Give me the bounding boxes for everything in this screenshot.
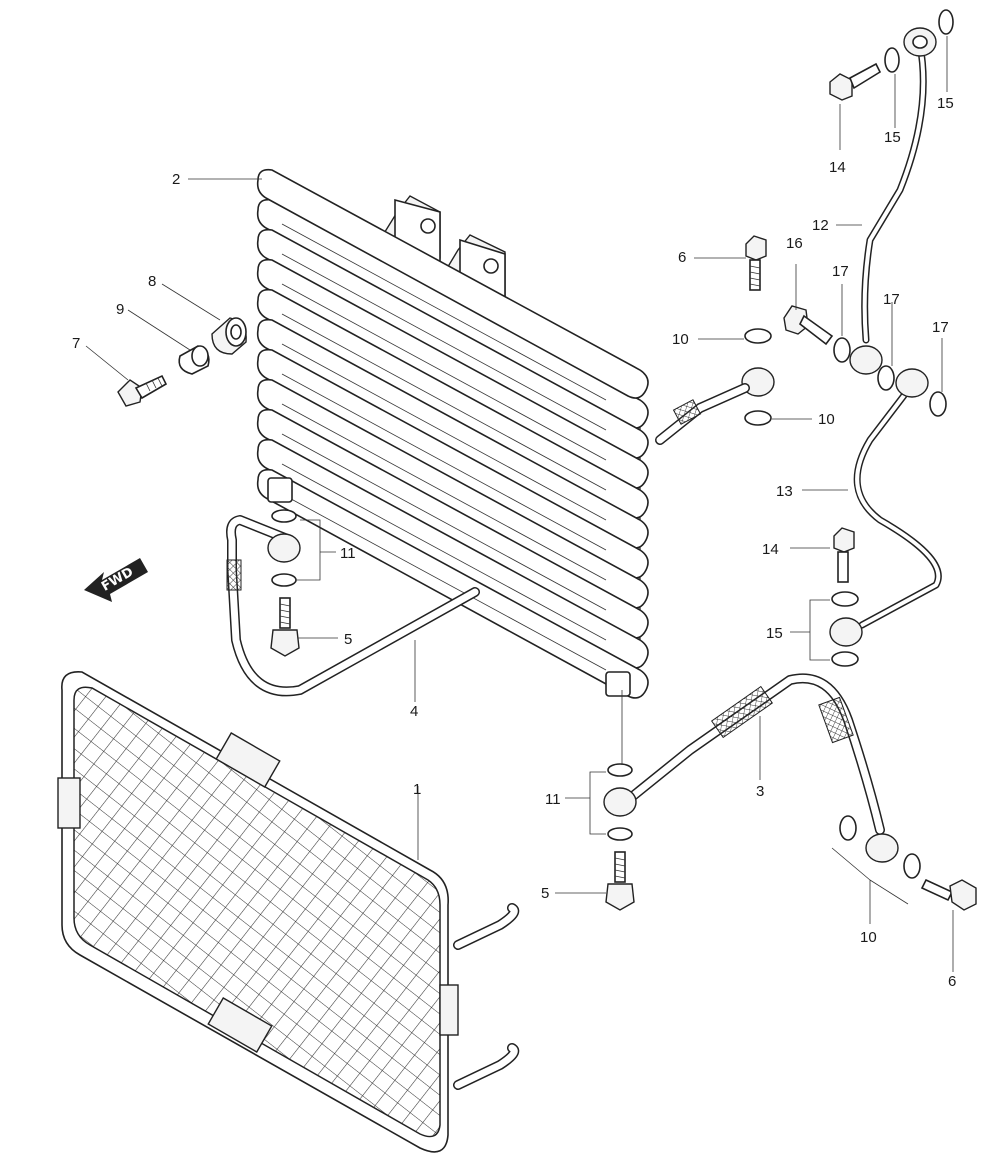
washer-15-d [831,651,859,667]
grommet-8 [211,317,247,355]
cooler-tube-edge [281,493,607,671]
leader-lines [85,36,954,972]
cooler-tube-edge [281,343,607,521]
callout-17-c: 17 [932,319,949,336]
fwd-label: FWD [99,565,136,595]
cooler-tube [256,438,649,669]
oil-hose-3 [623,673,885,835]
forward-direction-arrow: FWD [84,558,148,602]
callout-17-b: 17 [883,291,900,308]
banjo-bolt-6-lower [920,878,977,911]
callout-14-lower: 14 [762,541,779,558]
callout-1: 1 [413,781,421,798]
callout-3: 3 [756,783,764,800]
callout-5-lower: 5 [541,885,549,902]
washer-17-c [929,391,947,417]
cooler-tube [256,378,649,609]
callout-10-upper: 10 [672,331,689,348]
washer-17-b [877,365,895,391]
callout-6-lower: 6 [948,973,956,990]
callout-11-lower: 11 [545,791,561,808]
washer-15-c [831,591,859,607]
callout-17-a: 17 [832,263,849,280]
callout-9: 9 [116,301,124,318]
banjo-fitting-lower-left [603,763,637,841]
bolt-7 [117,374,168,407]
callout-12: 12 [812,217,829,234]
callout-6-upper: 6 [678,249,686,266]
cooler-tube [256,318,649,549]
banjo-bolt-5-lower [605,851,635,911]
oil-hose-4 [226,515,480,697]
cooler-tube [256,288,649,519]
cooler-tube-edge [281,253,607,431]
cooler-tubes [256,198,649,699]
callout-11-left: 11 [340,545,356,562]
callout-15-b: 15 [937,95,954,112]
callout-10-mid: 10 [818,411,835,428]
cooler-tube [256,258,649,489]
oil-pipe-12 [849,27,937,375]
cooler-tube [256,198,649,429]
callout-16: 16 [786,235,803,252]
washer-17-a [833,337,851,363]
oil-pipe-13 [829,368,942,647]
banjo-bolt-6-upper [745,235,767,291]
bolt-16 [783,305,834,346]
cooler-tube-edge [281,373,607,551]
bolt-14-upper [829,62,882,101]
cooler-tube [256,468,649,699]
collar-9 [178,345,210,375]
washer-15-a [884,47,900,73]
cooler-tube-edge [281,223,607,401]
callout-labels: 2 8 9 7 11 5 4 1 6 10 10 16 12 14 15 15 … [72,95,956,990]
cooler-tube-edge [281,403,607,581]
callout-15-c: 15 [766,625,783,642]
banjo-fitting-upper [655,367,775,445]
banjo-fitting-left [267,509,301,587]
washer-10-upper [744,328,772,344]
cooler-tube-edge [281,283,607,461]
callout-10-lower: 10 [860,929,877,946]
oil-cooler [256,168,649,699]
callout-2: 2 [172,171,180,188]
callout-14-upper: 14 [829,159,846,176]
callout-7: 7 [72,335,80,352]
washer-15-b [938,9,954,35]
banjo-fitting-lower-right [839,815,921,879]
cooler-tube [256,348,649,579]
cooler-tube [256,408,649,639]
callout-4: 4 [410,703,418,720]
cooler-tube-edge [281,463,607,641]
cooler-tube [256,228,649,459]
washer-10-lower [744,410,772,426]
callout-5-left: 5 [344,631,352,648]
bolt-14-lower [833,527,855,583]
cooler-tube-edge [281,433,607,611]
banjo-bolt-5-left [270,597,300,657]
cooler-tube-edge [281,313,607,491]
callout-15-a: 15 [884,129,901,146]
callout-13: 13 [776,483,793,500]
callout-8: 8 [148,273,156,290]
radiator-guard [57,671,520,1153]
